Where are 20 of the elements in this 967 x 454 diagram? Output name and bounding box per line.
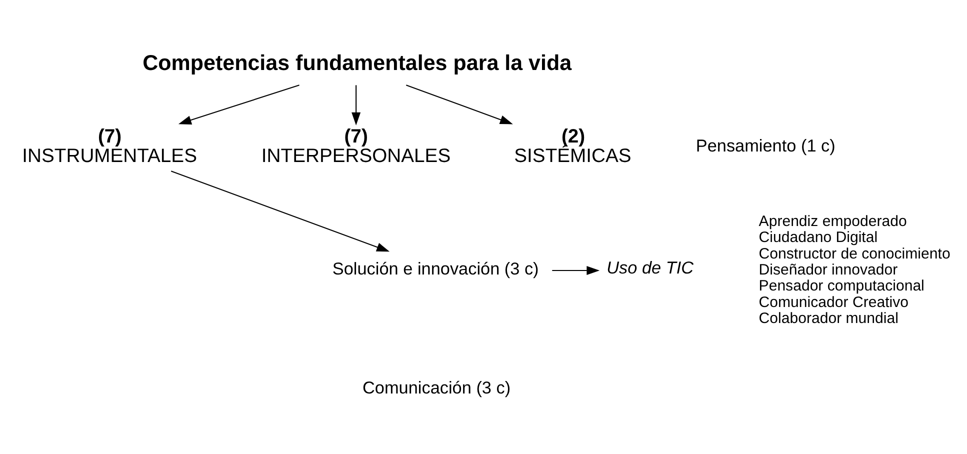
- arrow: [406, 84, 513, 124]
- node-text: (7) INTERPERSONALES: [261, 124, 451, 166]
- node-text: (2) SISTÉMICAS: [514, 124, 632, 166]
- label: Pensador computacional: [758, 277, 924, 294]
- arrow: [178, 84, 300, 124]
- node-text: (7) INSTRUMENTALES: [22, 124, 198, 166]
- node-text: Solución e innovación (3 c): [332, 258, 539, 278]
- label: Diseñador innovador: [758, 260, 898, 278]
- node-text: Uso de TIC: [606, 257, 694, 278]
- node-text: Pensamiento (1 c): [696, 134, 836, 155]
- arrow: [170, 170, 390, 252]
- arrow: [552, 266, 600, 275]
- label: Comunicador Creativo: [758, 293, 908, 310]
- node-text: Competencias fundamentales para la vida: [142, 50, 572, 74]
- label: Constructor de conocimiento: [758, 244, 950, 262]
- node-text: Comunicación (3 c): [362, 376, 511, 397]
- label: Ciudadano Digital: [758, 228, 878, 246]
- arrow: [352, 84, 361, 125]
- label: Aprendiz empoderado: [758, 212, 907, 230]
- label: Colaborador mundial: [758, 309, 898, 326]
